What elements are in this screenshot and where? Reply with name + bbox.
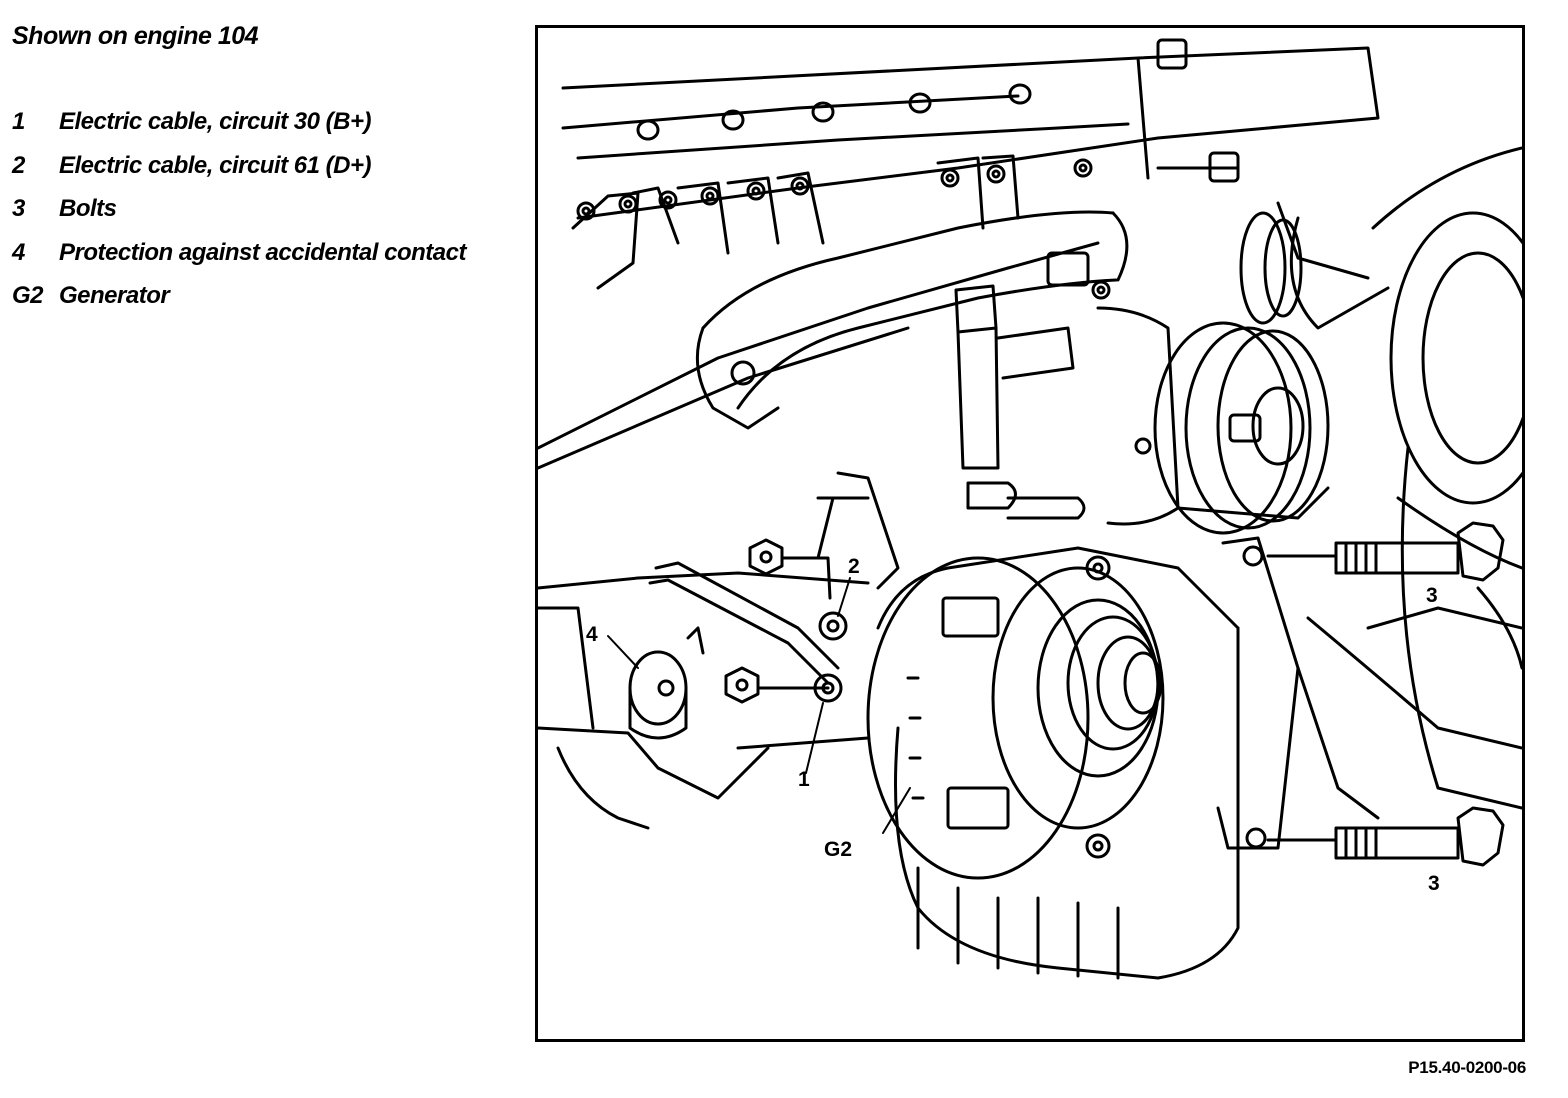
legend-text: Electric cable, circuit 30 (B+) [59, 108, 371, 135]
coolant-hose-drawing [695, 210, 1129, 430]
legend-key: 4 [12, 238, 25, 266]
cooling-fan-drawing [1239, 146, 1522, 810]
valve-cover-drawing [561, 38, 1380, 220]
legend-item: 4 Protection against accidental contact [12, 239, 512, 283]
legend-item: 3 Bolts [12, 195, 512, 239]
legend-text: Electric cable, circuit 61 (D+) [59, 151, 371, 179]
legend-key: 3 [12, 195, 25, 222]
caption-title: Shown on engine 104 [12, 22, 259, 50]
legend-item: G2 Generator [12, 282, 512, 326]
bolts-drawing [1266, 521, 1505, 867]
legend-item: 1 Electric cable, circuit 30 (B+) [12, 108, 512, 152]
callout-3-upper: 3 [1426, 584, 1438, 607]
thermostat-housing-drawing [954, 251, 1152, 520]
callout-1: 1 [798, 768, 810, 791]
cable-terminals-drawing [628, 538, 848, 740]
legend-item: 2 Electric cable, circuit 61 (D+) [12, 152, 512, 196]
callout-3-lower: 3 [1428, 872, 1440, 895]
callout-2: 2 [848, 555, 860, 578]
exhaust-manifold-drawing [538, 154, 1111, 470]
callout-g2: G2 [824, 838, 852, 861]
figure-id: P15.40-0200-06 [1408, 1058, 1526, 1077]
water-pump-pulley-drawing [1096, 306, 1330, 535]
mounting-bracket-drawing [538, 471, 1380, 850]
engine-line-drawing: 1 2 3 3 4 G2 [538, 38, 1522, 980]
legend-text: Bolts [59, 195, 117, 222]
generator-drawing [866, 545, 1267, 980]
legend-key: 2 [12, 151, 25, 179]
legend-key: 1 [12, 108, 25, 135]
legend-text: Protection against accidental contact [59, 238, 466, 266]
callout-leaders [607, 577, 911, 834]
callout-4: 4 [586, 623, 598, 646]
legend: 1 Electric cable, circuit 30 (B+) 2 Elec… [12, 108, 512, 326]
engine-illustration: 1 2 3 3 4 G2 [535, 25, 1525, 1042]
legend-text: Generator [59, 282, 170, 309]
legend-key: G2 [12, 282, 44, 309]
